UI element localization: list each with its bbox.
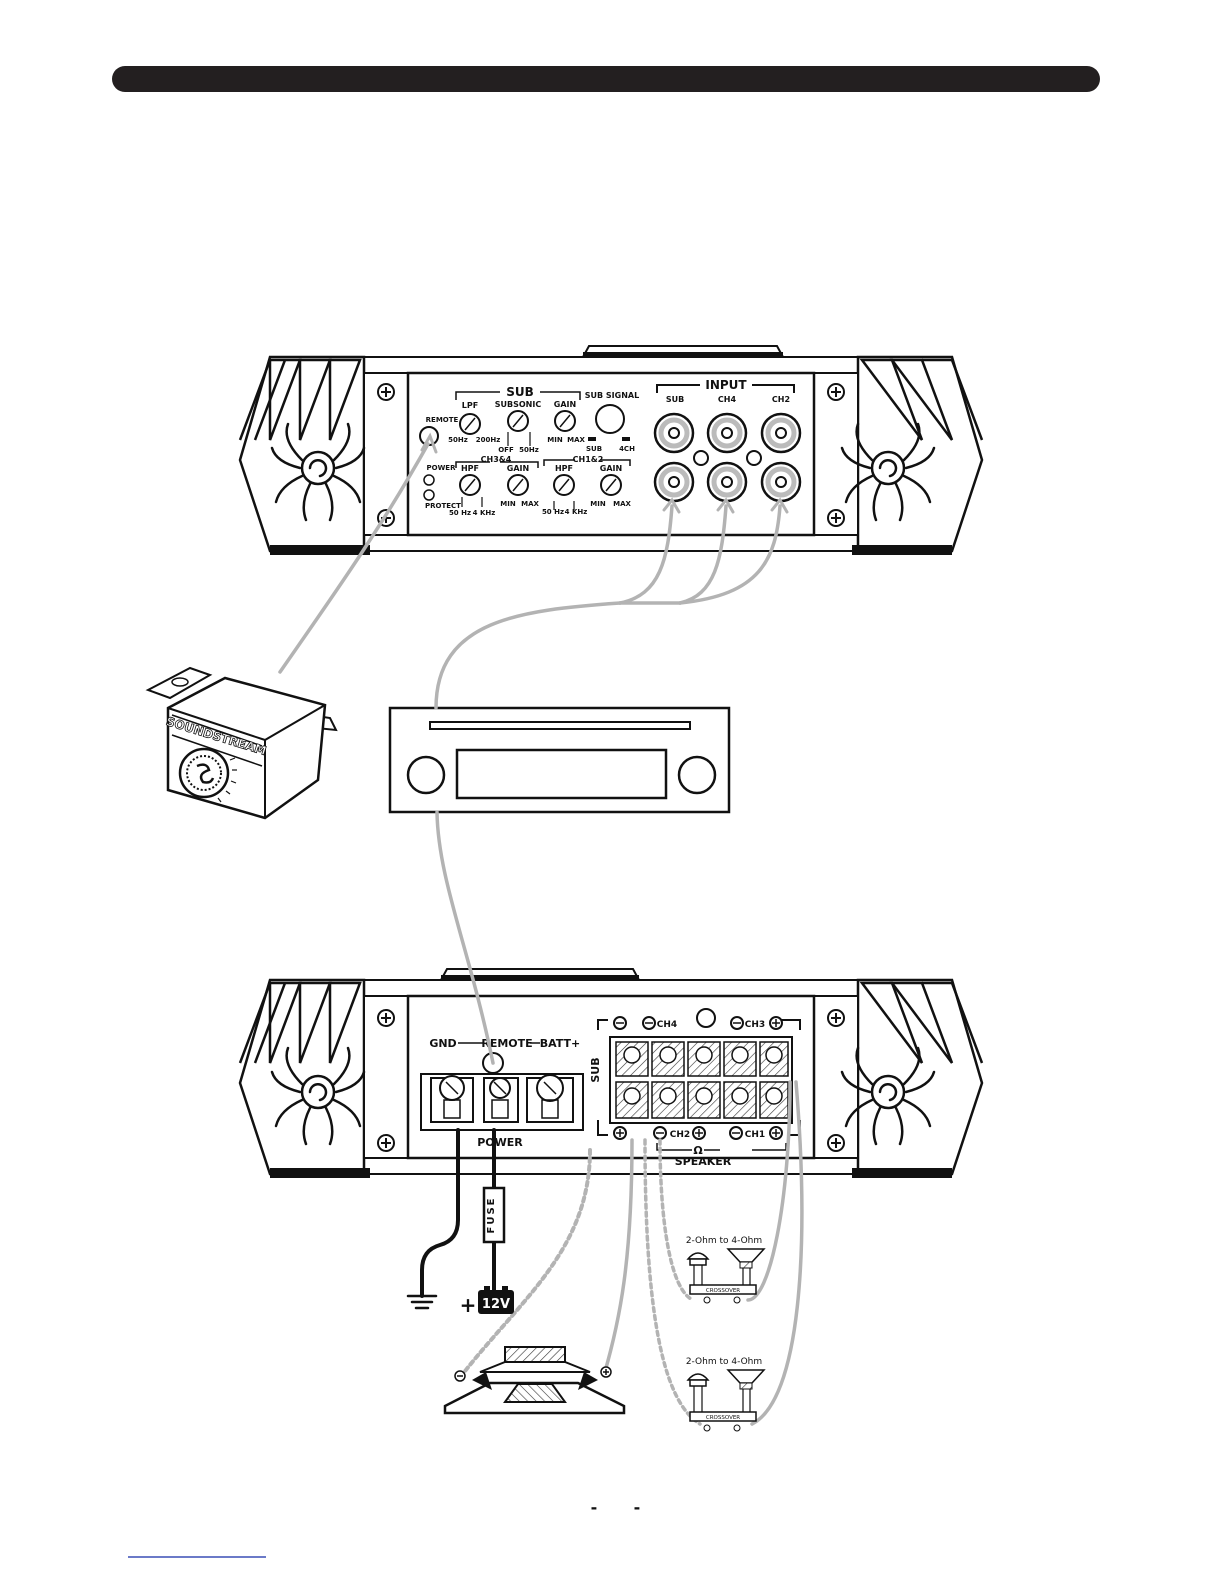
sub-signal-4ch: 4CH (619, 445, 635, 453)
ch34-gain-label: GAIN (507, 464, 529, 473)
batt-label: BATT+ (540, 1037, 581, 1050)
component-speaker-2: 2-Ohm to 4-Ohm CROSSOVER (686, 1357, 766, 1432)
sub-gain-label: GAIN (554, 400, 576, 409)
lpf-label: LPF (462, 401, 478, 410)
ohm-symbol: Ω (693, 1144, 703, 1157)
remote-bass-knob: SOUNDSTREAM (145, 666, 338, 820)
speaker-1-rating: 2-Ohm to 4-Ohm (686, 1236, 762, 1246)
ch12-label: CH1&2 (573, 455, 604, 464)
ch1-terminal-label: CH1 (745, 1130, 765, 1140)
remote-terminal-label: REMOTE (481, 1037, 532, 1050)
ch34-gain-max: MAX (521, 500, 539, 508)
subsonic-label: SUBSONIC (495, 400, 542, 409)
header-bar (112, 66, 1100, 92)
amplifier-rear: GND REMOTE BATT+ POWER SUB (238, 968, 984, 1178)
subsonic-50: 50Hz (519, 446, 539, 454)
subsonic-off: OFF (498, 446, 514, 454)
speaker-label: SPEAKER (675, 1155, 732, 1168)
ch12-hpf-max: 4 KHz (565, 508, 588, 516)
ch12-gain-min: MIN (590, 500, 606, 508)
sub-header: SUB (506, 385, 534, 399)
subwoofer (443, 1346, 626, 1415)
battery-icon (478, 1290, 514, 1314)
crossover-2-label: CROSSOVER (706, 1415, 740, 1421)
power-led-label: POWER (427, 464, 457, 472)
sub-gain-max: MAX (567, 436, 585, 444)
speaker-2-rating: 2-Ohm to 4-Ohm (686, 1357, 762, 1367)
ch12-gain-label: GAIN (600, 464, 622, 473)
head-unit (388, 706, 731, 814)
fuse (482, 1186, 506, 1244)
sub-gain-min: MIN (547, 436, 563, 444)
lpf-min: 50Hz (448, 436, 468, 444)
ch12-hpf-label: HPF (555, 464, 573, 473)
fuse-label: FUSE (486, 1197, 497, 1234)
lpf-max: 200Hz (476, 436, 501, 444)
ch2-terminal-label: CH2 (670, 1130, 690, 1140)
battery-label: 12V (482, 1297, 510, 1312)
input-ch2-label: CH2 (772, 395, 790, 404)
wires (278, 432, 804, 1426)
ch34-hpf-label: HPF (461, 464, 479, 473)
ch12-hpf-min: 50 Hz (542, 508, 564, 516)
input-sub-label: SUB (666, 395, 684, 404)
sub-signal-sub: SUB (586, 445, 602, 453)
ch4-terminal-label: CH4 (657, 1020, 677, 1030)
protect-led-label: PROTECT (425, 502, 461, 510)
sub-signal-switch[interactable] (595, 404, 625, 434)
ch34-hpf-min: 50 Hz (449, 509, 471, 517)
power-led (423, 474, 435, 486)
gnd-label: GND (429, 1037, 456, 1050)
ch12-gain-max: MAX (613, 500, 631, 508)
protect-led (423, 489, 435, 501)
head-unit-right-knob[interactable] (677, 755, 717, 795)
ch34-hpf-max: 4 KHz (473, 509, 496, 517)
battery-plus: + (460, 1293, 477, 1317)
sub-terminal-label: SUB (589, 1057, 602, 1082)
footer-dash-right: - (634, 1498, 641, 1517)
head-unit-display (455, 748, 668, 800)
input-header: INPUT (705, 378, 747, 392)
footer-dash-left: - (591, 1498, 598, 1517)
component-speaker-1: 2-Ohm to 4-Ohm CROSSOVER (686, 1236, 766, 1304)
power-label: POWER (477, 1136, 523, 1149)
head-unit-left-knob[interactable] (406, 755, 446, 795)
input-ch4-label: CH4 (718, 395, 737, 404)
ch34-gain-min: MIN (500, 500, 516, 508)
ch3-terminal-label: CH3 (745, 1020, 765, 1030)
crossover-1-label: CROSSOVER (706, 1288, 740, 1294)
amplifier-front: SUB LPF SUBSONIC GAIN SUB SIGNAL 50Hz 20… (238, 345, 984, 555)
remote-jack-label: REMOTE (426, 416, 459, 424)
sub-signal-label: SUB SIGNAL (585, 391, 639, 400)
ch34-label: CH3&4 (481, 455, 512, 464)
